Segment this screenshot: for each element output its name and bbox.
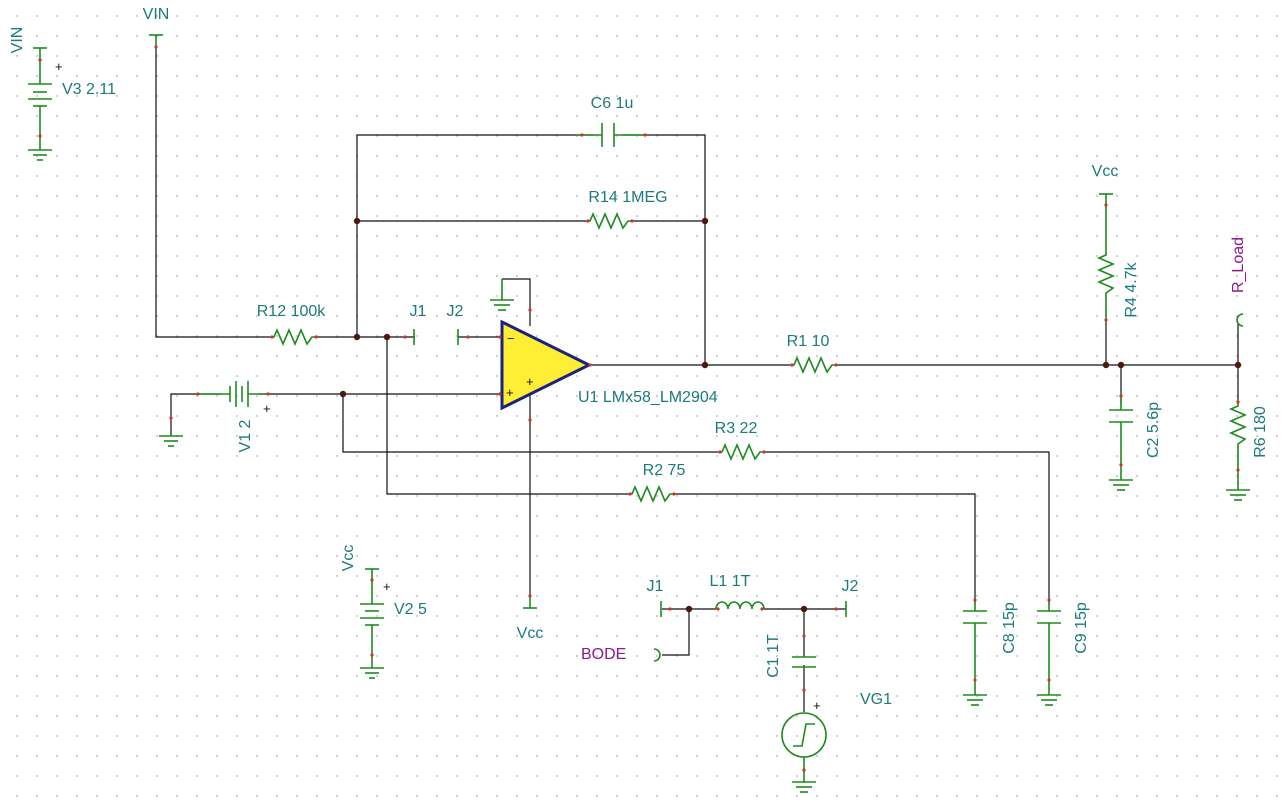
v3-battery[interactable]: + V3 2.11 VIN [9, 27, 116, 161]
j2-bottom-label: J2 [842, 578, 859, 595]
junction-dot [1102, 361, 1110, 369]
r1-resistor[interactable]: R1 10 [787, 333, 838, 375]
wire-r3-right [766, 451, 1050, 605]
j2-jumper-top[interactable]: J2 [447, 303, 464, 345]
vin-side-label: VIN [9, 27, 26, 54]
wire-r2-right [676, 493, 976, 605]
r12-label: R12 100k [257, 303, 326, 320]
r6-label: R6 180 [1252, 406, 1269, 458]
svg-text:−: − [507, 331, 515, 346]
junction-dot [701, 361, 709, 369]
r3-label: R3 22 [715, 420, 758, 437]
u1-opamp[interactable]: − + + U1 LMx58_LM2904 [490, 279, 718, 411]
bode-port[interactable]: BODE [581, 646, 661, 663]
wires [155, 45, 1239, 712]
pin-markers [38, 45, 1240, 772]
wire-c6-left [356, 134, 594, 337]
v1-battery[interactable]: + V1 2 [159, 381, 271, 452]
vcc-terminal[interactable]: Vcc [517, 595, 544, 642]
j1-bottom-label: J1 [647, 578, 664, 595]
c2-capacitor[interactable]: C2 5.6p [1109, 395, 1162, 491]
l1-label: L1 1T [710, 573, 751, 590]
junction-dot [701, 217, 709, 225]
vin-terminal[interactable]: VIN [143, 6, 170, 47]
c8-label: C8 15p [1001, 602, 1018, 654]
r4-label: R4 4.7k [1123, 261, 1140, 317]
u1-vcc-label: Vcc [517, 625, 544, 642]
j1-jumper-top[interactable]: J1 [410, 303, 427, 345]
wire-vin [155, 45, 270, 338]
wire-opamp-vee [502, 278, 531, 326]
c6-capacitor[interactable]: C6 1u [576, 95, 645, 147]
r4-vcc-label: Vcc [1092, 163, 1119, 180]
c1-label: C1 1T [765, 634, 782, 678]
junction-dot [339, 390, 347, 398]
junction-dot [685, 605, 693, 613]
opamp-body [500, 319, 593, 411]
j2-top-label: J2 [447, 303, 464, 320]
junction-dot [1117, 361, 1125, 369]
vg1-generator[interactable]: + VG1 [781, 691, 892, 793]
junction-dot [383, 333, 391, 341]
bode-label: BODE [581, 646, 626, 663]
wire-bode [662, 609, 690, 656]
j1-jumper-bottom[interactable]: J1 [647, 578, 664, 617]
r-load-label: R_Load [1230, 237, 1247, 293]
r4-resistor[interactable]: Vcc R4 4.7k [1092, 163, 1140, 323]
r2-resistor[interactable]: R2 75 [628, 462, 686, 504]
r12-resistor[interactable]: R12 100k [257, 303, 326, 347]
c9-label: C9 15p [1073, 602, 1090, 654]
wire-r3-left [342, 394, 718, 453]
j1-top-label: J1 [410, 303, 427, 320]
v2-label: V2 5 [394, 601, 427, 618]
svg-text:+: + [55, 59, 63, 74]
v3-label: V3 2.11 [62, 81, 116, 98]
junction-dot [353, 217, 361, 225]
c8-capacitor[interactable]: C8 15p [963, 600, 1018, 706]
svg-text:+: + [506, 385, 514, 400]
junction-dots [339, 217, 1242, 613]
junction-dot [800, 605, 808, 613]
r2-label: R2 75 [643, 462, 686, 479]
svg-text:+: + [383, 579, 391, 594]
c9-capacitor[interactable]: C9 15p [1037, 600, 1090, 706]
svg-text:+: + [813, 698, 821, 713]
r3-resistor[interactable]: R3 22 [715, 420, 766, 462]
c6-label: C6 1u [591, 95, 634, 112]
wire-c6-right [622, 134, 706, 365]
r-load-port[interactable]: R_Load [1230, 237, 1247, 327]
u1-label: U1 LMx58_LM2904 [578, 389, 718, 406]
l1-inductor[interactable]: L1 1T [710, 573, 765, 610]
r14-resistor[interactable]: R14 1MEG [586, 189, 668, 231]
v1-label: V1 2 [237, 419, 254, 452]
r14-label: R14 1MEG [588, 189, 667, 206]
junction-dot [1234, 361, 1242, 369]
v2-battery[interactable]: + V2 5 Vcc [340, 545, 427, 679]
v2-vcc-label: Vcc [340, 545, 357, 572]
j2-jumper-bottom[interactable]: J2 [842, 578, 859, 617]
wire-v1-gnd [170, 393, 222, 436]
junction-dot [353, 333, 361, 341]
vg1-label: VG1 [860, 691, 892, 708]
svg-text:+: + [263, 401, 271, 416]
wire-r2-left [386, 337, 628, 495]
c1-capacitor[interactable]: C1 1T [765, 634, 816, 678]
c2-label: C2 5.6p [1145, 402, 1162, 458]
r6-resistor[interactable]: R6 180 [1226, 400, 1269, 501]
vin-label: VIN [143, 6, 170, 23]
svg-text:+: + [526, 374, 534, 389]
r1-label: R1 10 [787, 333, 830, 350]
